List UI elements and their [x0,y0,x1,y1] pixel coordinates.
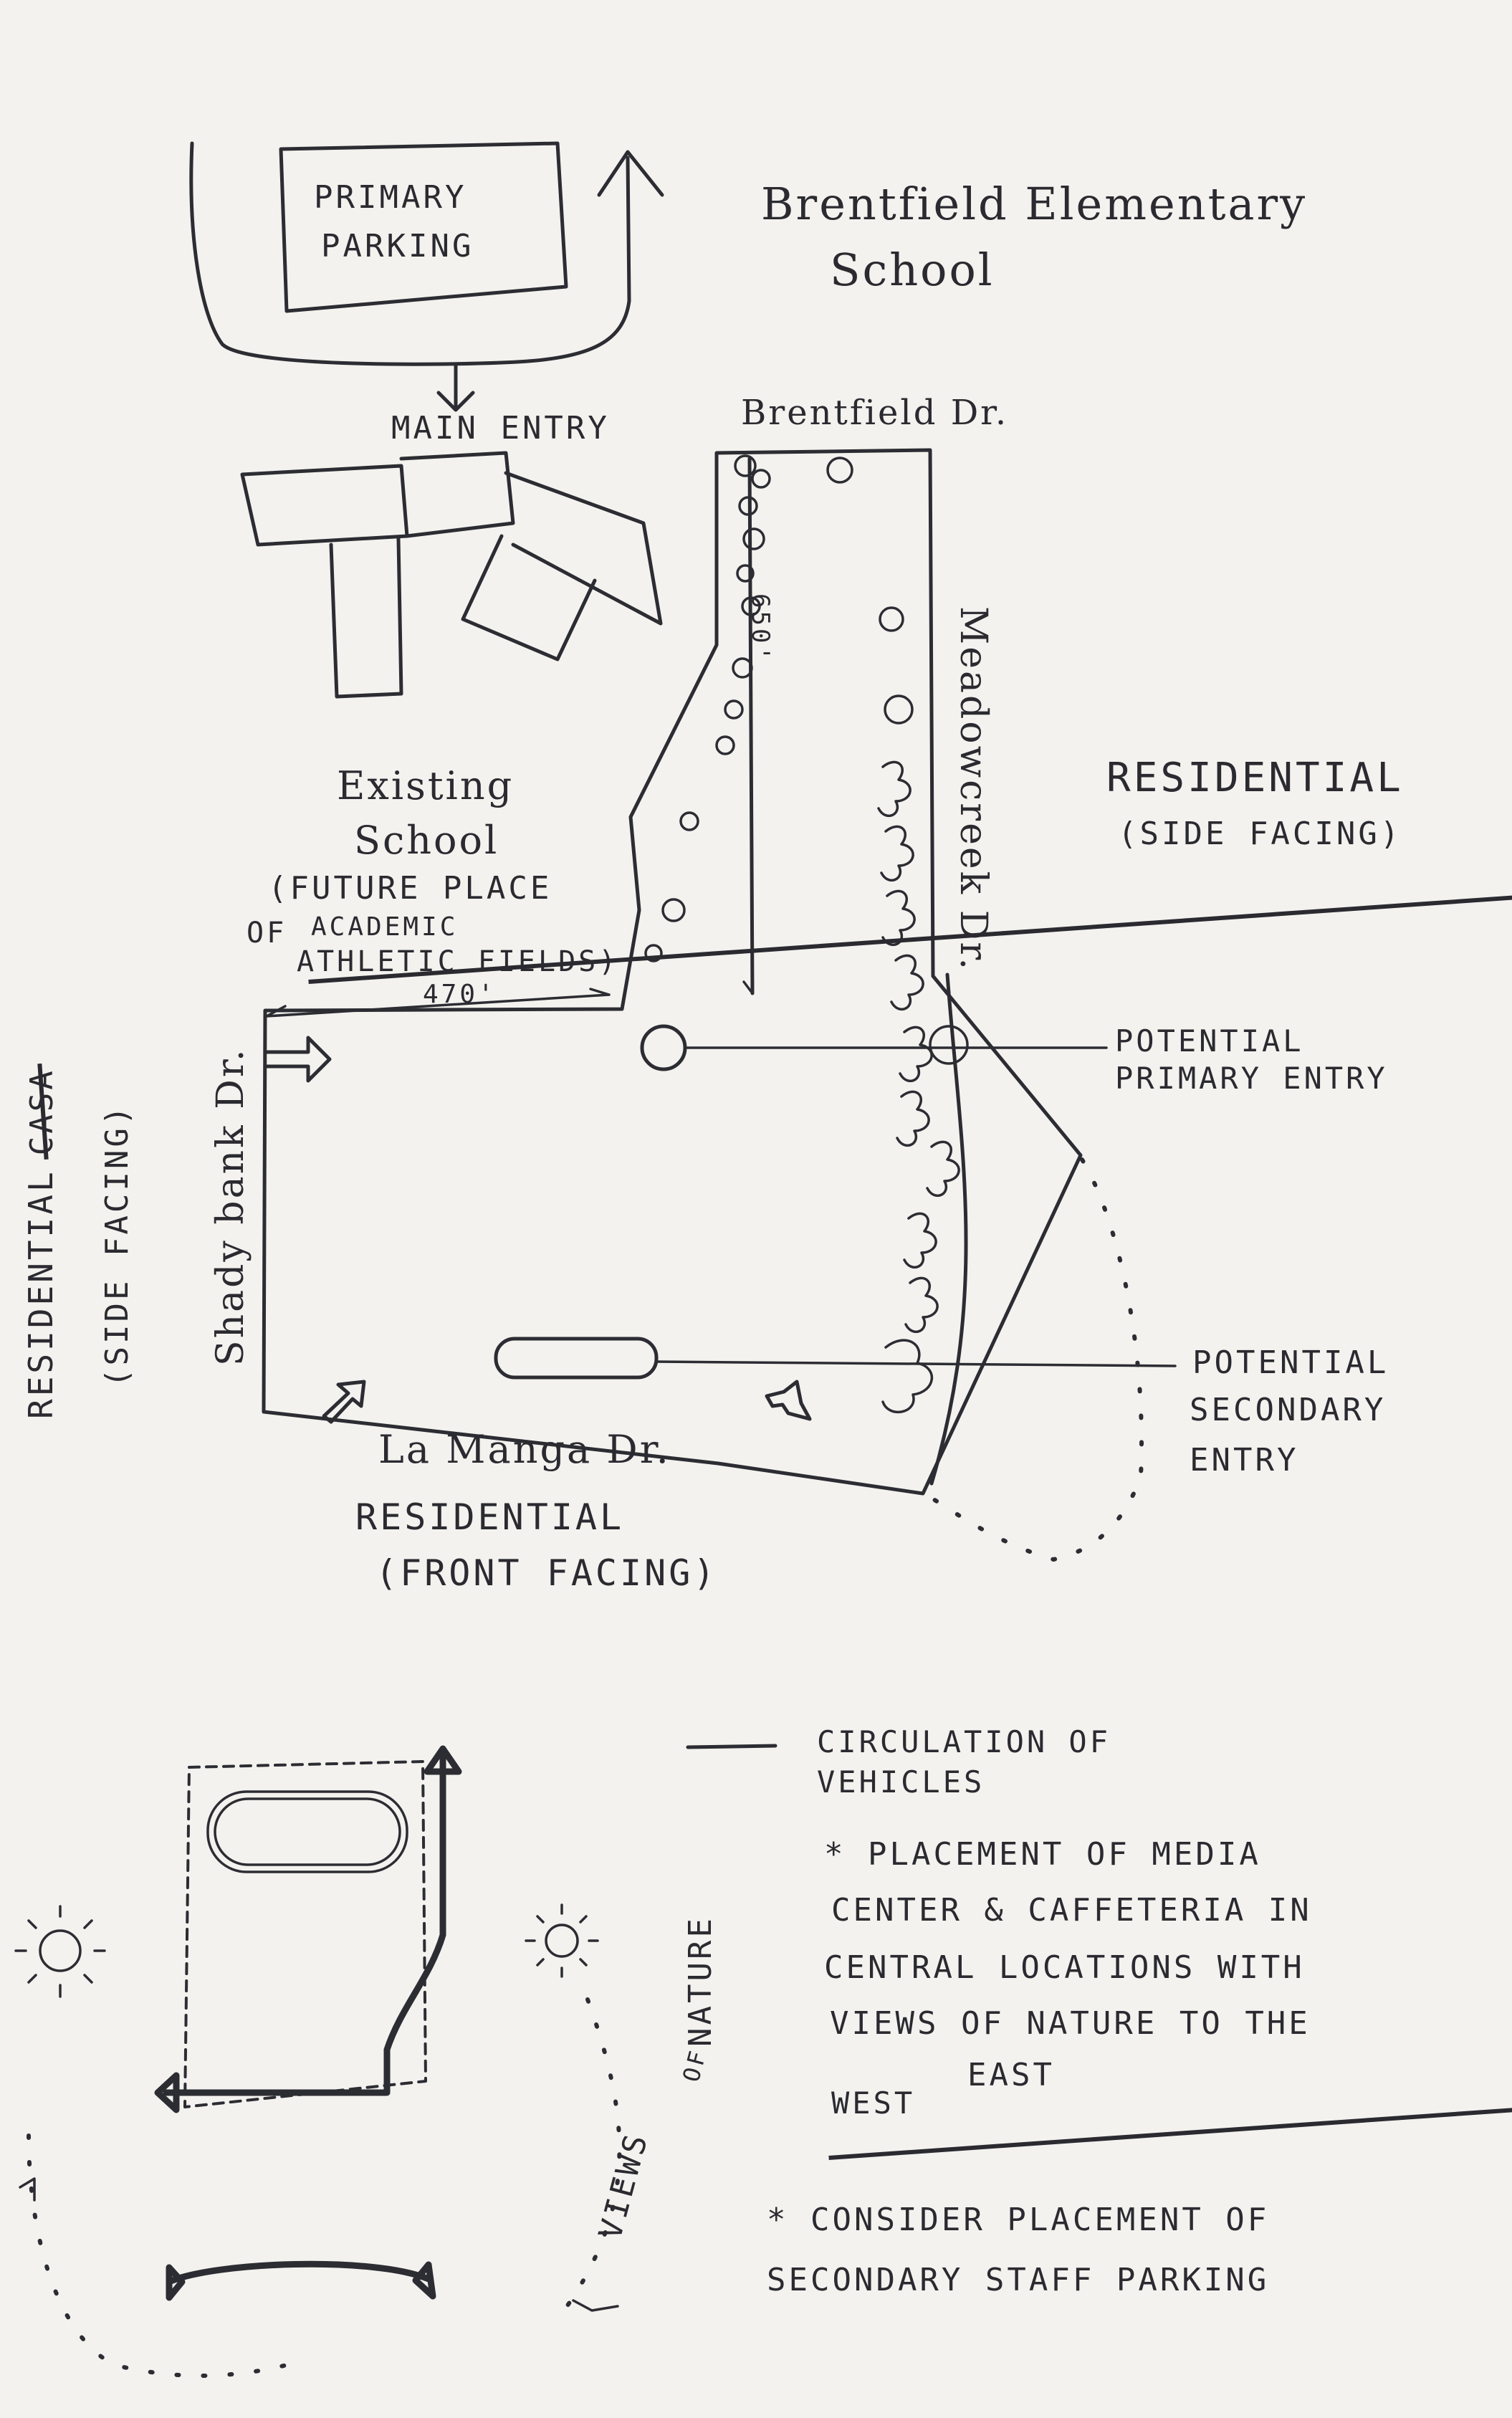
circulation-diagram [154,1745,462,2301]
residential-east-label: RESIDENTIAL [1106,755,1404,801]
note-media-center-struck: WEST [831,2088,1512,2118]
sun-path-west [27,2133,289,2378]
boundary-upper-link [742,980,754,995]
primary-parking-area [189,141,664,412]
existing-school-label-2: School [354,818,499,863]
building-wing-west [240,464,409,547]
future-place-struck-word: ACADEMIC [311,914,1512,940]
primary-parking-label: PRIMARY [314,179,467,216]
dimension-470-label: 470' [423,980,497,1009]
residential-west-facing: (SIDE FACING) [99,1103,135,1387]
diagram-staff-parking-link [166,2260,432,2285]
project-title-line2: School [830,244,995,296]
potential-secondary-entry-label-2: SECONDARY [1190,1392,1387,1428]
diagram-arrow-up [424,1745,462,1775]
sun-icon [14,1905,106,1998]
existing-school-label-1: Existing [337,763,515,808]
brentfield-dr-label: Brentfield Dr. [741,393,1009,433]
parking-to-entry-arrow [436,363,475,412]
la-manga-access-arrow-east [765,1380,812,1421]
potential-secondary-entry-label: POTENTIAL [1192,1344,1389,1381]
building-wing-south [329,537,403,699]
project-title-line1: Brentfield Elementary [761,178,1308,230]
sun-path-east [564,1997,622,2310]
diagram-arrow-left [154,2072,180,2113]
tree-line-east [877,606,960,1414]
primary-entry-marker [640,1024,1108,1071]
note-media-center-3: CENTRAL LOCATIONS WITH [824,1949,1305,1986]
building-wing-east [504,471,663,626]
residential-west-group: RESIDENTIAL CASA [21,1068,60,1419]
tree-line-west [644,454,853,962]
west-boundary-road [747,457,755,995]
parking-lot-outline [279,141,568,313]
la-manga-dr-label: La Manga Dr. [378,1427,671,1472]
primary-parking-label-2: PARKING [321,228,474,264]
residential-south-facing: (FRONT FACING) [375,1552,718,1594]
site-boundary [262,448,1144,1562]
secondary-entry-leader [655,1360,1177,1367]
potential-primary-entry-label: POTENTIAL [1115,1023,1304,1059]
main-entry-label: MAIN ENTRY [391,410,610,446]
loop-arrow-head [597,150,664,197]
existing-school-building [240,451,663,699]
building-wing-center [399,451,515,538]
dimension-650-label: 650' [746,593,775,664]
building-wing-southeast [461,534,597,661]
residential-west-label: RESIDENTIAL [21,1169,60,1419]
note-staff-parking-1: * CONSIDER PLACEMENT OF [767,2202,1270,2238]
dimension-line-470 [265,988,611,1018]
meadowcreek-road [929,973,968,1486]
la-manga-access-arrow-west [322,1380,366,1424]
legend-circulation-label-2: VEHICLES [817,1764,985,1800]
future-place-label: (FUTURE PLACE [268,870,552,907]
legend-line-sample [686,1744,777,1749]
views-nature-label: NATURE [682,1916,719,2047]
note-media-center-1: * PLACEMENT OF MEDIA [824,1836,1261,1873]
potential-primary-entry-label-2: PRIMARY ENTRY [1115,1061,1388,1096]
primary-entry-roundabout [640,1024,687,1071]
diagram-circulation-route [163,1749,446,2096]
diagram-field-oval [206,1790,408,1873]
residential-west-struck: CASA [24,1068,60,1156]
secondary-entry-marker [494,1337,1177,1380]
shady-bank-dr-label: Shady bank Dr. [209,1047,252,1367]
athletic-fields-label: ATHLETIC FIELDS) [297,945,619,978]
note-media-center-5: EAST [967,2057,1055,2093]
secondary-parking-pill [494,1337,659,1380]
diagram-site-outline [183,1760,427,2108]
parking-loop-road [189,141,631,366]
site-boundary-line [262,448,1083,1496]
legend-circulation-label: CIRCULATION OF [817,1724,1111,1759]
future-place-of: OF [247,917,287,950]
residential-east-facing: (SIDE FACING) [1118,816,1402,852]
shady-bank-access-arrow [264,1036,332,1083]
note-media-center-2: CENTER & CAFFETERIA IN [831,1892,1312,1929]
potential-secondary-entry-label-3: ENTRY [1190,1442,1299,1478]
note-staff-parking-2: SECONDARY STAFF PARKING [767,2262,1270,2298]
residential-south-label: RESIDENTIAL [355,1496,625,1538]
sun-icon [525,1903,599,1978]
east-future-boundary [924,1157,1144,1562]
sun-ray-mark [19,2177,36,2202]
note-media-center-4: VIEWS OF NATURE TO THE [830,2005,1311,2042]
